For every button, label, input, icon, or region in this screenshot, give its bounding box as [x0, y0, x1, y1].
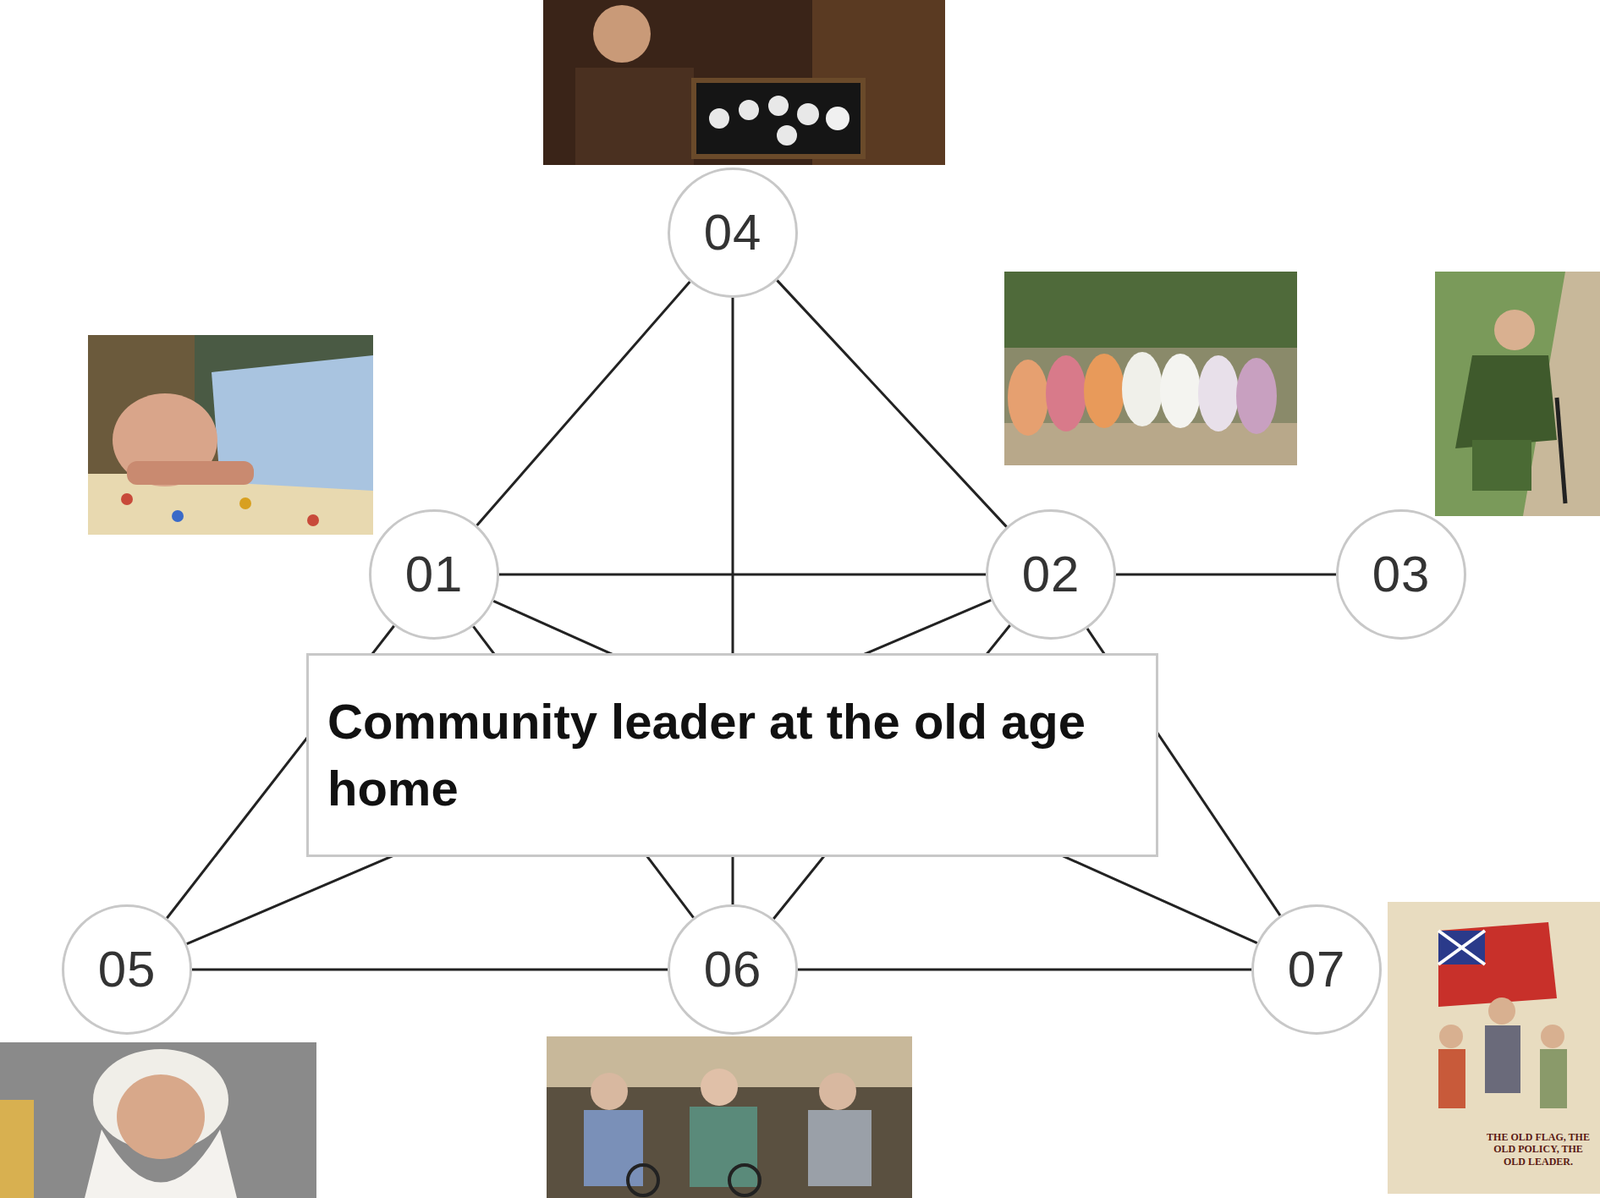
green-jacket	[1455, 355, 1557, 449]
circle-shape	[669, 169, 798, 297]
resting-man-photo	[87, 335, 374, 535]
resident-body	[808, 1110, 872, 1187]
man-head	[593, 5, 651, 63]
seated-person	[1045, 355, 1087, 432]
resident-head	[590, 1072, 628, 1111]
figure-body	[1438, 1049, 1466, 1109]
watch	[738, 99, 759, 121]
circle-shape	[1337, 511, 1466, 639]
connector-line	[797, 968, 1252, 972]
arm	[126, 461, 254, 485]
watch	[709, 108, 730, 129]
figure-head	[1439, 1024, 1463, 1049]
watch	[776, 125, 798, 146]
trees	[1004, 271, 1298, 348]
resident-body	[583, 1110, 644, 1187]
leader-head	[1488, 997, 1516, 1025]
figure-head	[1540, 1024, 1565, 1049]
red-flag	[1438, 922, 1557, 1007]
seated-person	[1198, 355, 1239, 432]
number-circle: 07	[1251, 904, 1382, 1035]
gold-robe	[0, 1099, 34, 1198]
old-flag-poster	[1387, 901, 1600, 1194]
cane	[1556, 397, 1566, 504]
watch-case	[693, 80, 864, 157]
legs	[1472, 439, 1532, 491]
union-flag	[1438, 930, 1485, 965]
man-head	[1494, 309, 1535, 351]
callout-number: 07	[1287, 944, 1347, 996]
flower-dot	[120, 493, 133, 506]
callout-number: 04	[703, 207, 763, 259]
poster-ground	[1387, 901, 1600, 1194]
photo-ground	[1435, 271, 1600, 517]
callout-number: 01	[405, 549, 464, 600]
circle-shape	[669, 906, 798, 1034]
wheelchair-photo	[546, 1036, 913, 1198]
figure-body	[1539, 1049, 1568, 1109]
number-circle: 05	[61, 904, 193, 1035]
callout-number: 05	[98, 944, 157, 996]
callout-number: 02	[1022, 549, 1081, 600]
resident-head	[819, 1072, 857, 1111]
flag-cross	[1438, 930, 1485, 965]
connector-line	[1116, 573, 1337, 577]
number-circle: 03	[1336, 509, 1467, 640]
seated-person	[1007, 359, 1049, 436]
number-circle: 02	[985, 509, 1117, 640]
connector-line	[776, 280, 1007, 527]
connector-line	[477, 281, 691, 526]
circle-shape	[1253, 906, 1381, 1034]
seated-person	[1121, 351, 1163, 427]
face	[116, 1074, 205, 1160]
number-circle: 01	[368, 509, 500, 640]
white-beard	[84, 1129, 237, 1198]
flower-dot	[171, 510, 184, 523]
watch-photo	[543, 0, 946, 165]
circle-shape	[370, 511, 499, 639]
leader-body	[1484, 1025, 1521, 1094]
number-circle: 06	[667, 904, 798, 1035]
flower-dot	[307, 514, 319, 527]
number-circle: 04	[667, 167, 798, 298]
man-with-cane-photo	[1435, 271, 1600, 517]
wheel	[729, 1165, 760, 1196]
poster-slogan: THE OLD FLAG, THE OLD POLICY, THE OLD LE…	[1482, 1129, 1595, 1170]
box-title: Community leader at the old age home	[327, 688, 1138, 822]
circle-shape	[987, 511, 1116, 639]
watch	[797, 103, 820, 126]
photo-ground	[1004, 271, 1298, 466]
connector-line	[499, 573, 986, 577]
resident-head	[700, 1068, 738, 1106]
callout-number: 03	[1372, 549, 1431, 600]
seated-person	[1236, 357, 1277, 435]
man-body	[575, 67, 694, 165]
watch	[825, 106, 850, 131]
title-box: Community leader at the old age home	[306, 653, 1159, 858]
callout-number: 06	[703, 944, 763, 996]
bearded-elder-photo	[0, 1042, 317, 1198]
watch	[768, 95, 789, 116]
wheel	[627, 1165, 659, 1196]
resident-body	[689, 1106, 758, 1188]
connector-line	[192, 968, 668, 972]
seated-person	[1160, 353, 1201, 429]
flag-cross	[1438, 930, 1485, 965]
photo-ground	[546, 1036, 913, 1198]
photo-ground	[87, 335, 374, 535]
photo-ground	[0, 1042, 317, 1198]
flower-dot	[239, 497, 252, 510]
photo-ground	[543, 0, 946, 165]
seated-person	[1083, 353, 1125, 429]
group-photo	[1004, 271, 1298, 466]
circle-shape	[63, 906, 192, 1034]
